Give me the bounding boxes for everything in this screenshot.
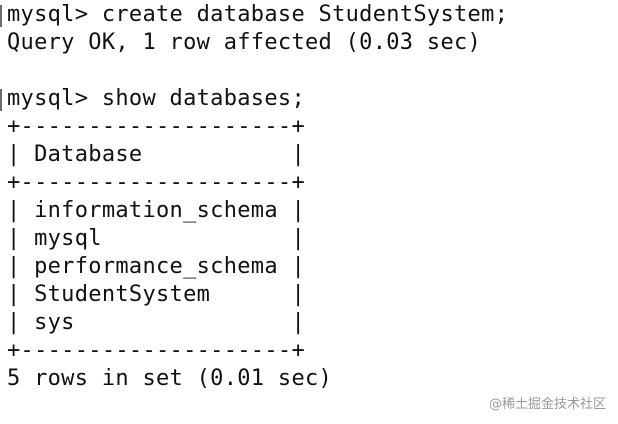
- table-border-header: +--------------------+: [7, 170, 305, 195]
- table-row: | StudentSystem |: [7, 282, 305, 307]
- prompt-marker: [0, 89, 2, 111]
- table-border-bottom: +--------------------+: [7, 338, 305, 363]
- table-border-top: +--------------------+: [7, 114, 305, 139]
- terminal-line-rows-summary: 5 rows in set (0.01 sec): [7, 366, 333, 391]
- table-header-row: | Database |: [7, 142, 305, 167]
- table-row: | sys |: [7, 310, 305, 335]
- watermark-text: @稀土掘金技术社区: [488, 397, 606, 412]
- prompt-marker: [0, 5, 2, 27]
- table-row: | information_schema |: [7, 198, 305, 223]
- terminal-line-command-create: mysql> create database StudentSystem;: [7, 2, 509, 27]
- terminal-line-command-show: mysql> show databases;: [7, 86, 305, 111]
- table-row: | performance_schema |: [7, 254, 305, 279]
- terminal-line-query-result: Query OK, 1 row affected (0.03 sec): [7, 30, 482, 55]
- table-row: | mysql |: [7, 226, 305, 251]
